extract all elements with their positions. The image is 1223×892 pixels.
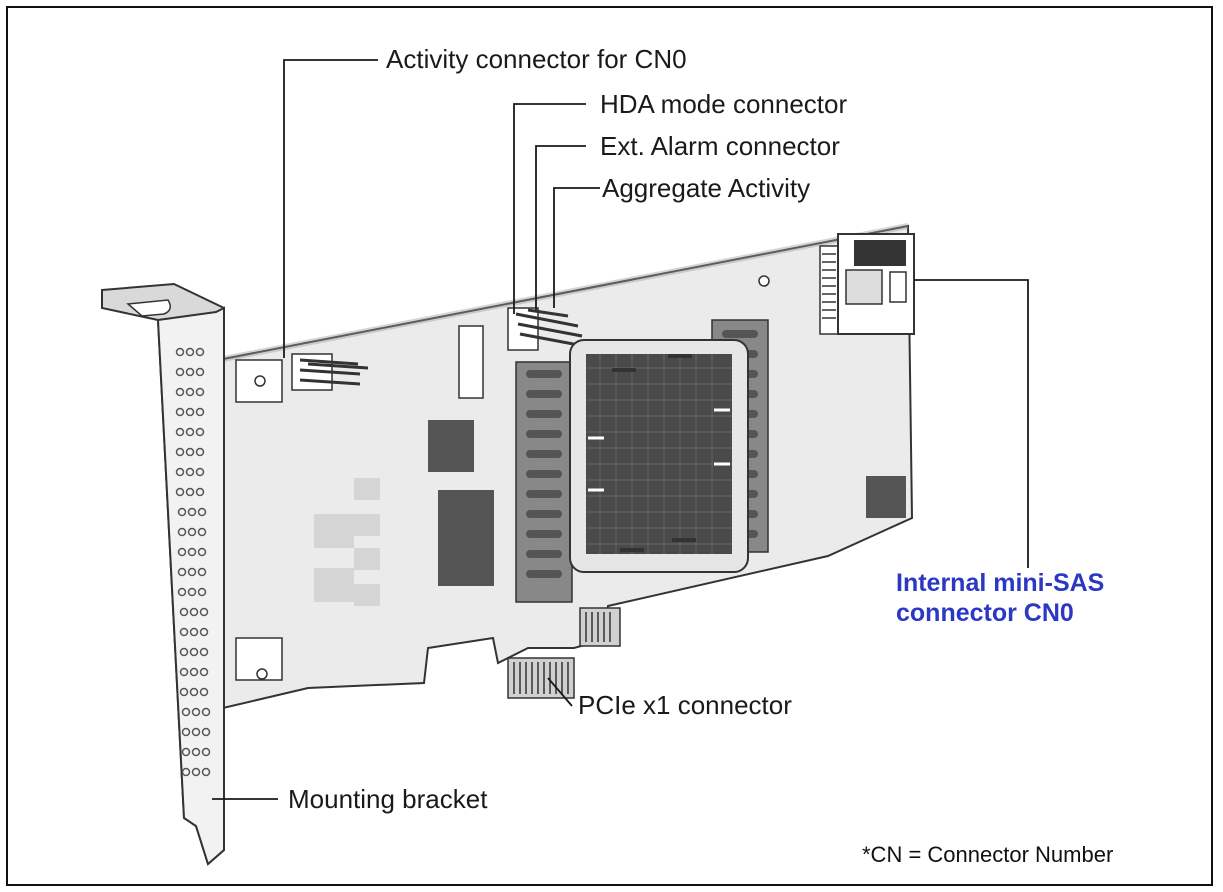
- pcie-fingers: [507, 607, 621, 699]
- label-internal-line1: Internal mini-SAS: [896, 569, 1105, 597]
- mini-sas-connector: [819, 233, 915, 335]
- leader-activity: [283, 59, 378, 358]
- label-mounting-bracket: Mounting bracket: [288, 784, 488, 814]
- chip-small: [428, 420, 474, 472]
- label-aggregate-activity: Aggregate Activity: [602, 173, 811, 203]
- leader-alarm: [535, 145, 586, 310]
- activity-connector-header: [291, 353, 369, 391]
- footnote: *CN = Connector Number: [862, 842, 1114, 867]
- heatsink: [515, 319, 769, 603]
- raid-card-illustration: [101, 59, 1029, 866]
- leader-lines: [212, 59, 1029, 800]
- mounting-bracket: [101, 282, 225, 866]
- leader-aggregate: [553, 187, 600, 308]
- label-internal-mini-sas: Internal mini-SAS connector CN0: [896, 568, 1104, 628]
- label-internal-line2: connector CN0: [896, 599, 1074, 627]
- leader-pcie: [547, 677, 573, 707]
- diagram-frame: Activity connector for CN0 HDA mode conn…: [6, 6, 1213, 886]
- pin-headers-top: [507, 307, 585, 351]
- label-activity-connector: Activity connector for CN0: [386, 44, 687, 74]
- label-hda-mode: HDA mode connector: [600, 89, 848, 119]
- label-pcie: PCIe x1 connector: [578, 690, 792, 720]
- leader-hda: [513, 103, 586, 314]
- label-ext-alarm: Ext. Alarm connector: [600, 131, 840, 161]
- leader-mini-sas: [914, 279, 1029, 568]
- chip-large: [438, 490, 494, 586]
